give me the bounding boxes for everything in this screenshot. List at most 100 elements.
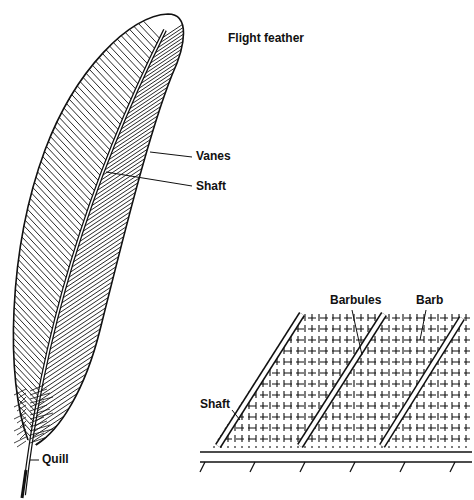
hatch-line [332, 347, 333, 354]
hatch-line [381, 347, 382, 354]
hatch-line [318, 380, 319, 387]
hatch-line [458, 402, 459, 409]
hatch-line [17, 441, 26, 447]
hatch-line [380, 350, 388, 351]
hatch-line [260, 405, 268, 406]
hatch-line [75, 153, 225, 253]
hatch-line [311, 435, 312, 442]
hatch-line [269, 402, 270, 409]
hatch-line [440, 416, 448, 417]
hatch-line [409, 369, 410, 376]
hatch-line [218, 314, 302, 446]
diagram-title: Flight feather [228, 31, 304, 45]
hatch-line [318, 391, 319, 398]
hatch-line [402, 424, 403, 431]
hatch-line [0, 0, 111, 151]
hatch-line [304, 391, 305, 398]
hatch-line [262, 391, 263, 398]
hatch-line [269, 413, 270, 420]
hatch-line [346, 424, 347, 431]
hatch-line [0, 67, 83, 227]
hatch-line [344, 405, 352, 406]
hatch-line [388, 314, 389, 321]
hatch-line [339, 435, 340, 442]
hatch-line [356, 383, 364, 384]
hatch-line [332, 314, 333, 321]
hatch-line [332, 369, 333, 376]
hatch-line [318, 435, 319, 442]
hatch-line [402, 380, 403, 387]
hatch-line [451, 424, 452, 431]
part-label: Barbules [330, 293, 381, 307]
hatch-line [234, 380, 235, 387]
hatch-line [212, 317, 220, 318]
hatch-line [236, 328, 244, 329]
hatch-line [440, 405, 448, 406]
hatch-line [283, 413, 284, 420]
hatch-line [437, 325, 438, 332]
hatch-line [360, 424, 361, 431]
hatch-line [236, 427, 244, 428]
hatch-line [380, 427, 388, 428]
hatch-line [416, 358, 417, 365]
hatch-line [356, 427, 364, 428]
hatch-line [339, 358, 340, 365]
hatch-line [297, 413, 298, 420]
hatch-line [404, 328, 412, 329]
hatch-line [416, 325, 417, 332]
hatch-line [344, 394, 352, 395]
hatch-line [380, 416, 388, 417]
hatch-line [220, 413, 221, 420]
hatch-line [276, 325, 277, 332]
hatch-line [356, 328, 364, 329]
hatch-line [318, 314, 319, 321]
hatch-line [0, 231, 40, 391]
hatch-line [344, 383, 352, 384]
hatch-line [388, 402, 389, 409]
hatch-line [0, 0, 109, 156]
hatch-line [269, 314, 270, 321]
hatch-line [290, 358, 291, 365]
hatch-line [325, 358, 326, 365]
hatch-line [296, 394, 304, 395]
hatch-line [339, 369, 340, 376]
hatch-line [374, 358, 375, 365]
hatch-line [402, 435, 403, 442]
hatch-line [213, 369, 214, 376]
hatch-line [320, 372, 328, 373]
hatch-line [465, 424, 466, 431]
hatch-line [212, 372, 220, 373]
hatch-line [458, 358, 459, 365]
hatch-line [234, 358, 235, 365]
hatch-line [283, 435, 284, 442]
hatch-line [444, 402, 445, 409]
hatch-line [428, 405, 436, 406]
hatch-line [380, 328, 388, 329]
hatch-line [248, 328, 256, 329]
hatch-line [276, 391, 277, 398]
hatch-line [31, 343, 181, 443]
hatch-line [297, 336, 298, 343]
hatch-line [465, 314, 466, 321]
hatch-line [236, 361, 244, 362]
hatch-line [0, 62, 85, 222]
hatch-line [423, 358, 424, 365]
hatch-line [304, 358, 305, 365]
hatch-line [236, 350, 244, 351]
hatch-line [360, 314, 361, 321]
hatch-line [332, 380, 333, 387]
hatch-line [458, 413, 459, 420]
hatch-line [297, 347, 298, 354]
hatch-line [220, 314, 221, 321]
hatch-line [0, 21, 99, 181]
hatch-line [224, 350, 232, 351]
hatch-line [248, 347, 249, 354]
hatch-line [444, 435, 445, 442]
hatch-line [360, 336, 361, 343]
hatch-line [276, 380, 277, 387]
hatch-line [423, 391, 424, 398]
hatch-line [416, 435, 417, 442]
hatch-line [353, 424, 354, 431]
hatch-line [367, 391, 368, 398]
hatch-line [0, 0, 146, 70]
